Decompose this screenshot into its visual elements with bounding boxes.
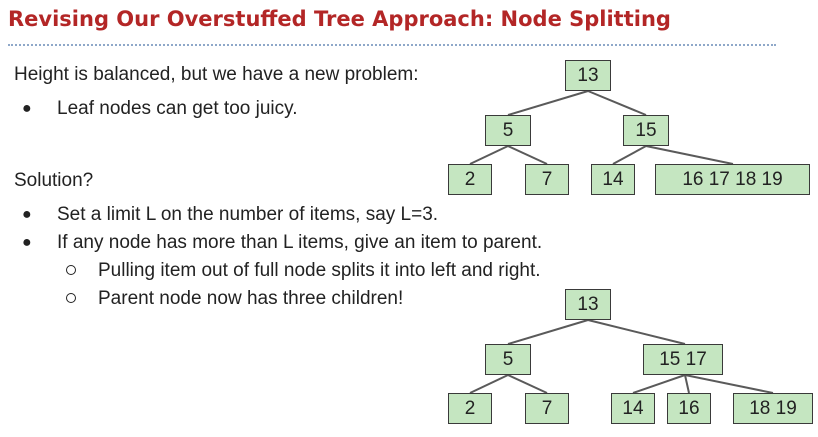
problem-bullet: Leaf nodes can get too juicy.	[57, 98, 298, 119]
edge-root-left	[507, 319, 589, 345]
edge-5-7	[507, 374, 548, 394]
bullet-dot: ●	[22, 100, 32, 117]
tree-node-2: 2	[448, 164, 492, 195]
sub-bullet-circle	[66, 293, 76, 303]
edge-1517-1819	[684, 374, 774, 394]
edge-1517-16	[684, 374, 690, 394]
tree-node-16: 16	[667, 393, 711, 424]
tree-node-7: 7	[525, 393, 569, 424]
edge-root-right	[587, 90, 647, 116]
tree-node-root: 13	[565, 60, 611, 91]
sub-bullet-split: Pulling item out of full node splits it …	[98, 260, 541, 281]
solution-bullet-limit: Set a limit L on the number of items, sa…	[57, 204, 439, 225]
edge-5-2	[469, 374, 509, 394]
edge-1517-14	[632, 374, 686, 394]
solution-label: Solution?	[14, 170, 94, 191]
tree-node-5: 5	[485, 115, 531, 146]
tree-node-15-17: 15 17	[643, 344, 723, 375]
sub-bullet-children: Parent node now has three children!	[98, 288, 404, 309]
bullet-dot: ●	[22, 234, 32, 251]
tree-node-18-19: 18 19	[733, 393, 813, 424]
solution-bullet-parent: If any node has more than L items, give …	[57, 232, 543, 253]
title-divider	[8, 44, 776, 46]
tree-node-root: 13	[565, 289, 611, 320]
tree-node-7: 7	[525, 164, 569, 195]
problem-line: Height is balanced, but we have a new pr…	[14, 64, 419, 85]
slide-title: Revising Our Overstuffed Tree Approach: …	[8, 7, 671, 31]
tree-node-5: 5	[485, 344, 531, 375]
sub-bullet-circle	[66, 265, 76, 275]
tree-node-16-17-18-19: 16 17 18 19	[655, 164, 810, 195]
edge-root-left	[507, 90, 589, 116]
edge-15-14	[612, 145, 647, 165]
edge-5-7	[507, 145, 548, 165]
tree-node-14: 14	[611, 393, 655, 424]
tree-node-15: 15	[623, 115, 669, 146]
tree-node-14: 14	[591, 164, 635, 195]
edge-5-2	[469, 145, 509, 165]
edge-15-16	[645, 145, 734, 165]
edge-root-right	[587, 319, 686, 345]
bullet-dot: ●	[22, 206, 32, 223]
tree-node-2: 2	[448, 393, 492, 424]
